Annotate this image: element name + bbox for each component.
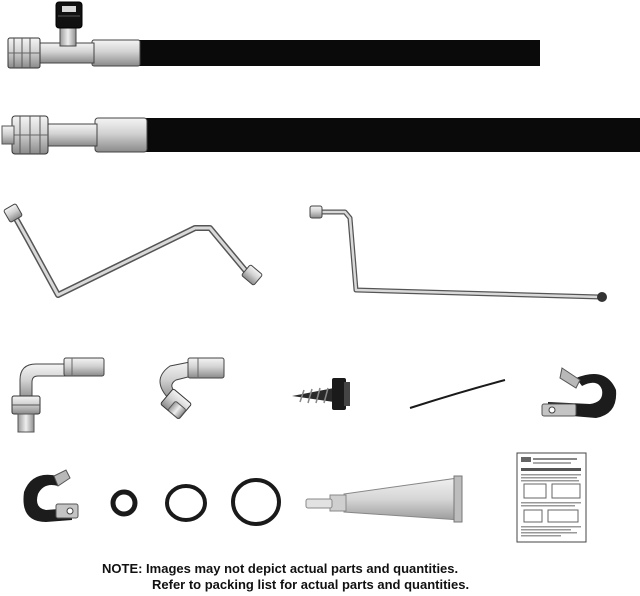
instruction-sheet [516,452,587,543]
90-degree-fitting [11,357,105,433]
rubber-cushioned-clamp-small [23,469,79,522]
o-ring-medium [165,484,207,522]
bent-metal-line-long [3,203,263,298]
bent-metal-line-short [309,205,607,302]
self-tapping-screw [292,378,350,410]
note-line-1: NOTE: Images may not depict actual parts… [102,561,459,576]
o-ring-small [110,489,138,517]
hose-assembly [1,115,640,155]
zip-tie [409,379,506,409]
o-ring-large [231,478,281,526]
135-degree-fitting [159,357,225,420]
note-line-2: Refer to packing list for actual parts a… [152,577,470,592]
lubricant-tube [305,475,463,523]
rubber-cushioned-clamp-large [541,367,617,418]
hose-assembly-with-service-port [7,1,540,69]
